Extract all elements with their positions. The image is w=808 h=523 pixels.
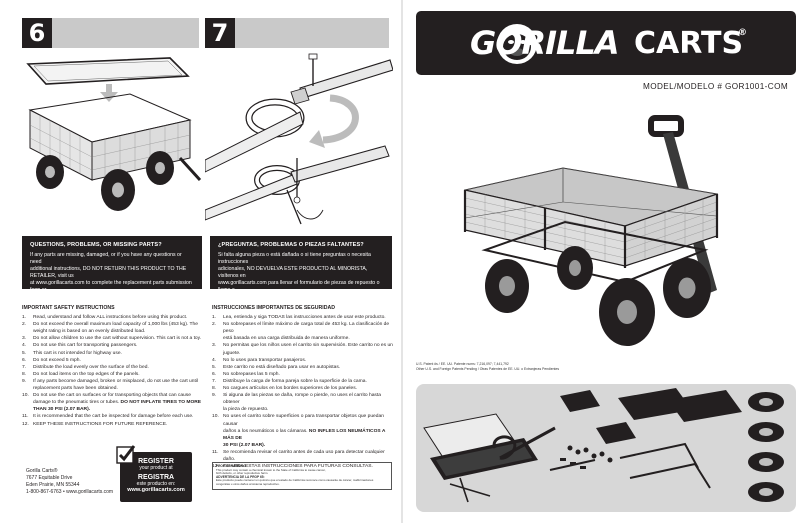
prop65-line: birth defects, or other reproductive har… [216,471,269,476]
checkmark-icon [116,445,136,464]
address-city: Eden Prairie, MN 55344 [26,482,80,488]
questions-line: Si falta alguna pieza o está dañada o si… [218,252,371,265]
safety-item: 7.Distribuye la carga de forma pareja so… [212,378,367,384]
side-panel-part [618,388,692,420]
questions-line: call our customer service department at … [30,294,161,300]
safety-item: 12.KEEP THESE INSTRUCTIONS FOR FUTURE RE… [22,421,168,427]
side-panel-part [668,390,742,422]
safety-item: 2.Do not exceed the overall maximum load… [22,322,198,335]
company-address: Gorilla Carts® 7677 Equitable Drive Eden… [26,468,136,496]
brand-name-carts: CARTS [634,26,744,61]
safety-item: 10.No uses el carrito sobre superficies … [212,414,386,448]
register-badge: REGISTER your product at REGISTRA este p… [116,445,192,502]
gorilla-logo-icon [497,24,537,64]
address-street: 7677 Equitable Drive [26,475,73,481]
safety-heading-en: IMPORTANT SAFETY INSTRUCTIONS [22,305,115,311]
model-number: MODEL/MODELO # GOR1001-COM [643,82,789,91]
hitch-pin-part [449,477,491,503]
safety-item: 6.Do not exceed 5 mph. [22,357,81,363]
patent-line: Other U.S. and Foreign Patents Pending /… [416,367,560,371]
safety-item: 10.Do not use the cart on surfaces or fo… [22,393,202,413]
register-sub-en: your product at [139,465,173,471]
safety-item: 3.No permitas que los niños usen el carr… [212,343,393,356]
end-panel-part [560,390,600,412]
questions-heading-es: ¿PREGUNTAS, PROBLEMAS O PIEZAS FALTANTES… [218,242,364,248]
questions-line: additional instructions, DO NOT RETURN T… [30,266,187,279]
curved-arrow-icon [309,130,325,148]
tire-part [748,422,784,442]
questions-line: De lunes a viernes entre las 9 a.m. y 4 … [218,301,382,307]
frame-bar-part [629,462,711,489]
register-sub-es: este producto en: [136,481,176,487]
safety-item: 4.No lo uses para transportar pasajeros. [212,357,307,363]
safety-item: 9.Si alguna de las piezas se daña, rompe… [212,393,381,413]
safety-item: 8.Do not load items on the top edges of … [22,371,140,377]
safety-item: 5.This cart is not intended for highway … [22,350,122,356]
frame-bar-part [619,442,699,469]
questions-line: adicionales, NO DEVUELVA ESTE PRODUCTO A… [218,266,368,279]
wheel [485,259,529,313]
step-7-number: 7 [205,18,235,48]
patent-line: U.S. Patent #s / EE. UU. Patente nums: 7… [416,362,509,366]
brand-name-gorilla: GORILLA [470,24,620,62]
safety-item: 3.Do not allow children to use the cart … [22,336,202,342]
questions-line: If any parts are missing, damaged, or if… [30,252,182,265]
safety-instructions-es: INSTRUCCIONES IMPORTANTES DE SEGURIDAD 1… [212,305,396,470]
safety-item: 11.It is recommended that the cart be in… [22,414,194,420]
safety-list-en: 1.Read, understand and follow ALL instru… [22,314,204,428]
brand-header-band [416,11,796,75]
register-label-en: REGISTER [138,458,174,465]
questions-line: www.gorillacarts.com para llenar el form… [218,280,380,293]
safety-item: 5.Este carrito no está diseñado para usa… [212,364,341,370]
prop65-heading-es: ADVERTENCIA DE LA PROP 65: [216,474,265,479]
questions-heading-en: QUESTIONS, PROBLEMS, OR MISSING PARTS? [30,242,162,248]
questions-line: at www.gorillacarts.com to complete the … [30,280,192,293]
contact-line: 1-800-867-6763 • www.gorillacarts.com [26,489,114,495]
step-7-header-bar [235,18,389,48]
safety-item: 7.Distribute the load evenly over the su… [22,364,149,370]
safety-instructions-en: IMPORTANT SAFETY INSTRUCTIONS 1.Read, un… [22,305,204,428]
cart-product-illustration [463,115,719,346]
safety-list-es: 1.Lea, entienda y siga TODAS las instruc… [212,314,396,470]
step-6-illustration [26,57,202,211]
tire-part [748,452,784,472]
safety-item: 11.Se recomienda revisar el carrito ante… [212,449,385,462]
handle-part [492,426,556,460]
safety-item: 9.If any parts become damaged, broken or… [22,378,199,392]
prop65-line: Este producto puede contener un químico … [216,478,374,483]
safety-item: 6.No sobrepases las 5 mph. [212,371,280,377]
safety-item: 8.No cargues artículos en los bordes sup… [212,386,358,392]
questions-line: nuestro departamento del servicio del cl… [218,294,367,300]
company-name: Gorilla Carts® [26,468,58,474]
prop65-line: This product may contain a chemical know… [216,467,326,472]
safety-heading-es: INSTRUCCIONES IMPORTANTES DE SEGURIDAD [212,305,335,311]
step-7-illustration [205,53,393,225]
parts-illustration [423,388,784,503]
safety-item: 12.GUARDA ESTAS INSTRUCCIONES PARA FUTUR… [212,464,373,470]
safety-item: 1.Lea, entienda y siga TODAS las instruc… [212,315,386,321]
prop65-heading: PROP 65 WARNING: [216,464,247,468]
prop65-warning: PROP 65 WARNING: This product may contai… [212,462,392,490]
register-url: www.gorillacarts.com [127,487,185,493]
step-6-number: 6 [22,18,52,48]
patent-info: U.S. Patent #s / EE. UU. Patente nums: 7… [416,362,676,372]
wheel [557,246,593,290]
tire-part [748,482,784,502]
questions-box-es: ¿PREGUNTAS, PROBLEMAS O PIEZAS FALTANTES… [210,236,392,307]
tire-part [748,392,784,412]
safety-item: 2.No sobrepases el límite máximo de carg… [212,322,390,342]
floor-mat [26,57,190,85]
wheel [663,258,711,318]
questions-line: 9 a.m. - 4 p.m., CST, Monday-Friday. [30,301,115,307]
questions-box-en: QUESTIONS, PROBLEMS, OR MISSING PARTS? I… [22,236,202,307]
page-fold [401,0,403,523]
register-label-es: REGISTRA [137,474,175,481]
step-6-header-bar [52,18,199,48]
safety-item: 4.Do not use this cart for transporting … [22,343,138,349]
registered-mark: ® [738,28,747,38]
end-panel-part [596,422,636,444]
wheel [599,278,655,346]
safety-item: 1.Read, understand and follow ALL instru… [22,315,188,321]
prop65-line: congénitas u otros daños al sistema repr… [216,481,280,486]
